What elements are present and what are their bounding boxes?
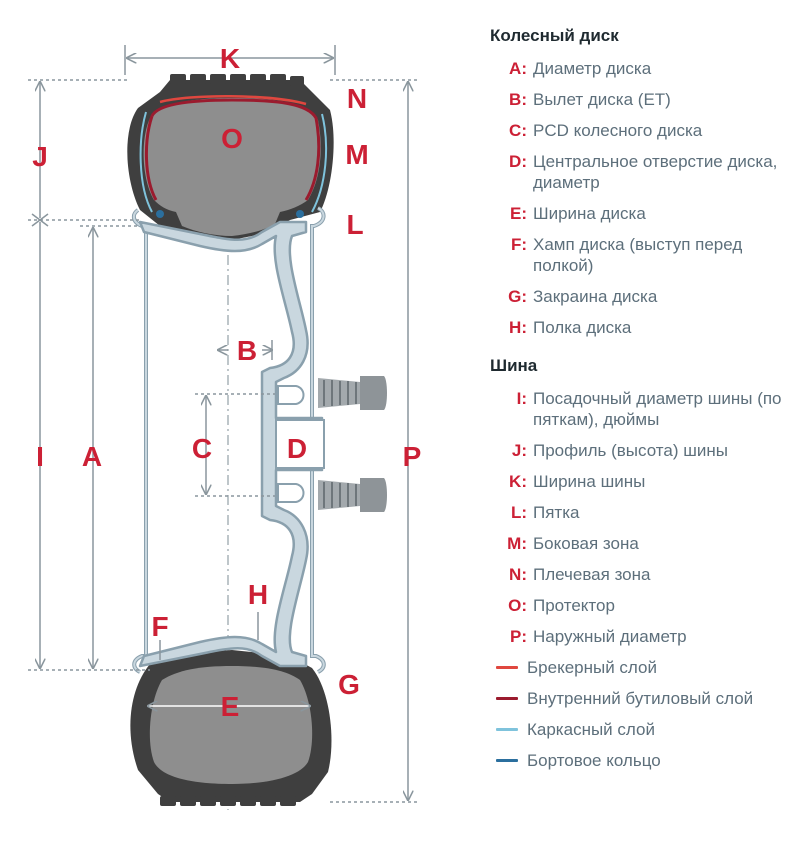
legend-item: L: Пятка bbox=[490, 502, 796, 523]
layer-text: Бортовое кольцо bbox=[527, 751, 661, 770]
label-h: H bbox=[248, 579, 268, 610]
label-j: J bbox=[32, 141, 48, 172]
legend-text: Боковая зона bbox=[533, 534, 639, 553]
label-l: L bbox=[346, 209, 363, 240]
bead-ring-left bbox=[156, 210, 164, 218]
legend-key: G: bbox=[508, 287, 527, 306]
legend-item: B: Вылет диска (ET) bbox=[490, 89, 796, 110]
legend-key: O: bbox=[508, 596, 527, 615]
layer-legend-item: Брекерный слой bbox=[490, 657, 796, 678]
legend-key: I: bbox=[516, 389, 527, 408]
legend-text: Закраина диска bbox=[533, 287, 658, 306]
legend-text: Полка диска bbox=[533, 318, 632, 337]
label-o: O bbox=[221, 123, 243, 154]
legend-text: Диаметр диска bbox=[533, 59, 652, 78]
legend-item: C: PCD колесного диска bbox=[490, 120, 796, 141]
legend-item: E: Ширина диска bbox=[490, 203, 796, 224]
legend-key: C: bbox=[509, 121, 527, 140]
legend-key: H: bbox=[509, 318, 527, 337]
rim-profile bbox=[131, 206, 326, 674]
legend-text: Хамп диска (выступ перед полкой) bbox=[533, 235, 743, 275]
legend-key: E: bbox=[510, 204, 527, 223]
legend-item: A: Диаметр диска bbox=[490, 58, 796, 79]
legend-text: Центральное отверстие диска, диаметр bbox=[533, 152, 778, 192]
label-d: D bbox=[287, 433, 307, 464]
dimension-lines bbox=[28, 45, 420, 803]
diagram-letters: K N O M J L B C D I A P H F G E bbox=[32, 43, 421, 722]
label-i: I bbox=[36, 441, 44, 472]
legend-text: Протектор bbox=[533, 596, 615, 615]
legend-key: K: bbox=[509, 472, 527, 491]
layer-text: Каркасный слой bbox=[527, 720, 655, 739]
legend-text: Посадочный диаметр шины (по пяткам), дюй… bbox=[533, 389, 782, 429]
legend-key: N: bbox=[509, 565, 527, 584]
legend-item: I: Посадочный диаметр шины (по пяткам), д… bbox=[490, 388, 796, 430]
legend-key: J: bbox=[511, 441, 527, 460]
upper-tire bbox=[127, 74, 334, 240]
wheel-cross-section-diagram: K N O M J L B C D I A P H F G E bbox=[28, 43, 421, 810]
legend-item: J: Профиль (высота) шины bbox=[490, 440, 796, 461]
legend-item: M: Боковая зона bbox=[490, 533, 796, 554]
legend-item: N: Плечевая зона bbox=[490, 564, 796, 585]
layer-color-swatch bbox=[496, 759, 518, 762]
legend-item: F: Хамп диска (выступ перед полкой) bbox=[490, 234, 796, 276]
legend-text: Наружный диаметр bbox=[533, 627, 687, 646]
legend-text: Профиль (высота) шины bbox=[533, 441, 728, 460]
label-k: K bbox=[220, 43, 240, 74]
layer-color-swatch bbox=[496, 697, 518, 700]
wheel-bolt-lower bbox=[318, 478, 387, 512]
label-f: F bbox=[151, 611, 168, 642]
legend-item: O: Протектор bbox=[490, 595, 796, 616]
label-m: M bbox=[345, 139, 368, 170]
layer-text: Брекерный слой bbox=[527, 658, 657, 677]
legend-key: P: bbox=[510, 627, 527, 646]
legend-text: Вылет диска (ET) bbox=[533, 90, 671, 109]
label-g: G bbox=[338, 669, 360, 700]
legend-text: Пятка bbox=[533, 503, 580, 522]
legend-key: F: bbox=[510, 235, 527, 254]
legend-item: D: Центральное отверстие диска, диаметр bbox=[490, 151, 796, 193]
layer-text: Внутренний бутиловый слой bbox=[527, 689, 754, 708]
layer-legend-item: Каркасный слой bbox=[490, 719, 796, 740]
legend-text: Плечевая зона bbox=[533, 565, 651, 584]
legend-key: A: bbox=[509, 59, 527, 78]
layer-legend-item: Внутренний бутиловый слой bbox=[490, 688, 796, 709]
label-a: A bbox=[82, 441, 102, 472]
legend-text: PCD колесного диска bbox=[533, 121, 703, 140]
legend-key: B: bbox=[509, 90, 527, 109]
legend-key: M: bbox=[507, 534, 527, 553]
legend-item: H: Полка диска bbox=[490, 317, 796, 338]
label-c: C bbox=[192, 433, 212, 464]
legend-key: D: bbox=[509, 152, 527, 171]
wheel-bolt-upper bbox=[318, 376, 387, 410]
layer-legend-item: Бортовое кольцо bbox=[490, 750, 796, 771]
legend-item: K: Ширина шины bbox=[490, 471, 796, 492]
label-n: N bbox=[347, 83, 367, 114]
legend-item: G: Закраина диска bbox=[490, 286, 796, 307]
legend-text: Ширина шины bbox=[533, 472, 646, 491]
legend-text: Ширина диска bbox=[533, 204, 646, 223]
label-p: P bbox=[403, 441, 422, 472]
label-e: E bbox=[221, 691, 240, 722]
label-b: B bbox=[237, 335, 257, 366]
lower-tire bbox=[130, 650, 332, 806]
tire-legend-list: I: Посадочный диаметр шины (по пяткам), д… bbox=[490, 388, 796, 647]
bead-ring-right bbox=[296, 210, 304, 218]
legend-key: L: bbox=[510, 503, 527, 522]
layer-color-swatch bbox=[496, 666, 518, 669]
layer-color-swatch bbox=[496, 728, 518, 731]
legend-item: P: Наружный диаметр bbox=[490, 626, 796, 647]
wheel-section-title: Колесный диск bbox=[490, 26, 619, 45]
tire-section-title: Шина bbox=[490, 356, 538, 375]
